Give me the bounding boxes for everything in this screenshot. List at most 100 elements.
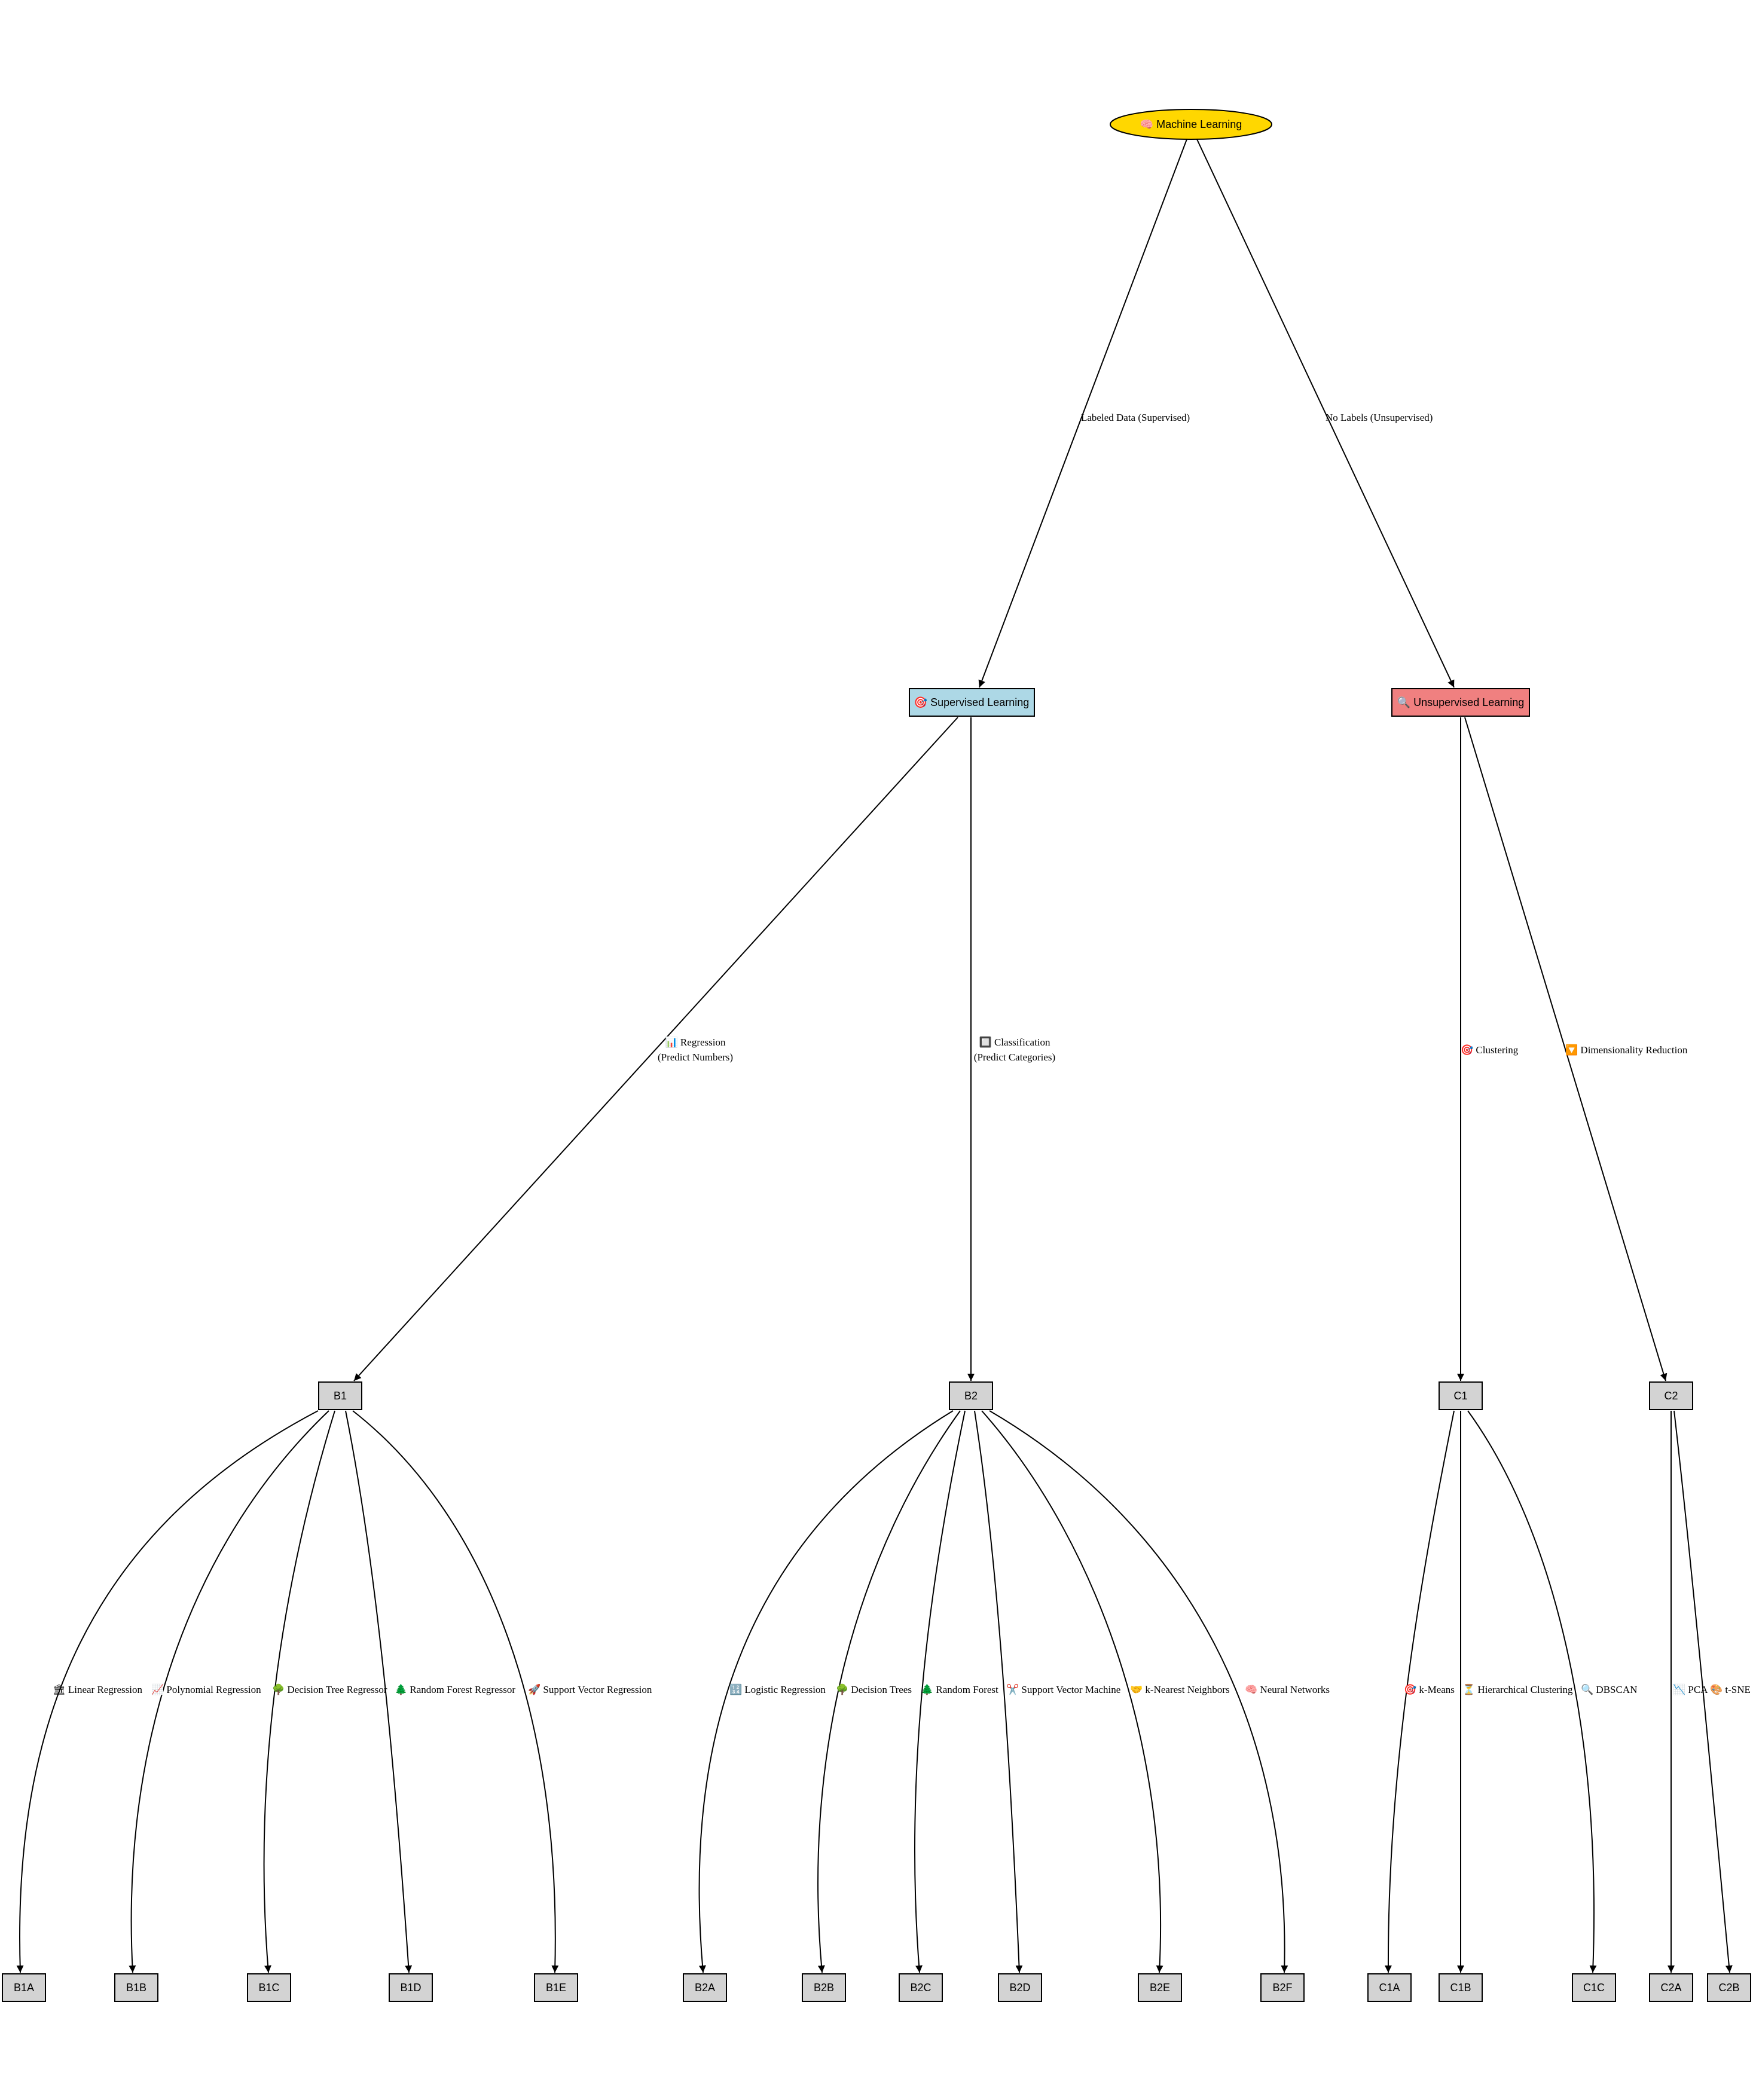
edge-B2-B2E <box>981 1410 1163 1973</box>
edge-label-decision-trees: 🌳 Decision Trees <box>836 1683 912 1695</box>
edge-B1-B1C <box>263 1410 335 1973</box>
node-B2D[interactable]: B2D <box>998 1973 1042 2002</box>
node-B1D[interactable]: B1D <box>389 1973 433 2002</box>
edge-label-k-nearest-neighbors: 🤝 k-Nearest Neighbors <box>1130 1684 1230 1695</box>
node-B1E[interactable]: B1E <box>534 1973 578 2002</box>
B1C-box <box>247 1973 291 2002</box>
B1C-label: B1C <box>258 1982 279 1994</box>
edge-label-k-means: 🎯 k-Means <box>1404 1684 1455 1695</box>
unsupervised-box <box>1391 688 1530 717</box>
edge-label-clustering: 🎯 Clustering <box>1461 1044 1519 1056</box>
B2-box <box>949 1381 993 1410</box>
edge-supervised-B1 <box>353 717 958 1381</box>
edge-label-neural-networks: 🧠 Neural Networks <box>1245 1684 1330 1695</box>
node-unsupervised-learning[interactable]: 🔍 Unsupervised Learning <box>1391 688 1530 717</box>
C2A-box <box>1649 1973 1693 2002</box>
edge-label-regression: 📊 Regression <box>665 1036 726 1048</box>
B1B-label: B1B <box>126 1982 146 1994</box>
edge-label-root-supervised: Labeled Data (Supervised) <box>1081 412 1190 423</box>
edge-label-random-forest-regressor: 🌲 Random Forest Regressor <box>395 1683 515 1695</box>
B2D-label: B2D <box>1009 1982 1030 1994</box>
C1B-label: C1B <box>1450 1982 1471 1994</box>
C2B-box <box>1707 1973 1751 2002</box>
edge-B2-B2D <box>974 1410 1023 1973</box>
edge-B1-B1E <box>352 1410 559 1973</box>
edge-label-classification-sub: (Predict Categories) <box>974 1051 1055 1063</box>
node-B2C[interactable]: B2C <box>899 1973 943 2002</box>
node-supervised-learning[interactable]: 🎯 Supervised Learning <box>909 688 1035 717</box>
C1C-label: C1C <box>1583 1982 1605 1994</box>
node-B2F[interactable]: B2F <box>1260 1973 1305 2002</box>
B2C-label: B2C <box>910 1982 931 1994</box>
node-B1C[interactable]: B1C <box>247 1973 291 2002</box>
C1-label: C1 <box>1453 1390 1467 1402</box>
edge-label-logistic-regression: 🔢 Logistic Regression <box>729 1683 826 1695</box>
edge-B2-B2F <box>989 1410 1288 1973</box>
nodes: 🧠 Machine Learning 🎯 Supervised Learning… <box>2 109 1751 2002</box>
B2C-box <box>899 1973 943 2002</box>
B1-label: B1 <box>334 1390 347 1402</box>
root-ellipse <box>1110 109 1272 140</box>
node-B2B[interactable]: B2B <box>802 1973 846 2002</box>
B1E-box <box>534 1973 578 2002</box>
B1B-box <box>114 1973 158 2002</box>
C1B-box <box>1439 1973 1483 2002</box>
node-B2A[interactable]: B2A <box>683 1973 727 2002</box>
node-C1B[interactable]: C1B <box>1439 1973 1483 2002</box>
C1C-box <box>1572 1973 1616 2002</box>
edge-B2-B2B <box>817 1410 961 1973</box>
root-label: 🧠 Machine Learning <box>1140 118 1242 130</box>
edge-B2-B2A <box>698 1410 954 1973</box>
edge-label-support-vector-machine: ✂️ Support Vector Machine <box>1006 1683 1120 1695</box>
edge-label-hierarchical-clustering: ⏳ Hierarchical Clustering <box>1462 1683 1573 1695</box>
C1A-label: C1A <box>1379 1982 1400 1994</box>
B1E-label: B1E <box>546 1982 566 1994</box>
edge-C1-C1A <box>1384 1410 1455 1973</box>
node-B1A[interactable]: B1A <box>2 1973 46 2002</box>
supervised-label: 🎯 Supervised Learning <box>914 696 1030 708</box>
B1D-label: B1D <box>400 1982 421 1994</box>
edge-unsupervised-C2 <box>1464 717 1668 1381</box>
node-machine-learning[interactable]: 🧠 Machine Learning <box>1110 109 1272 140</box>
edge-B1-B1A <box>16 1410 319 1973</box>
node-B1B[interactable]: B1B <box>114 1973 158 2002</box>
B2E-label: B2E <box>1150 1982 1170 1994</box>
edge-label-dbscan: 🔍 DBSCAN <box>1581 1683 1637 1695</box>
edge-C2-C2B <box>1673 1410 1733 1973</box>
node-C2B[interactable]: C2B <box>1707 1973 1751 2002</box>
C1A-box <box>1367 1973 1412 2002</box>
node-C1[interactable]: C1 <box>1439 1381 1483 1410</box>
B2A-label: B2A <box>695 1982 715 1994</box>
edge-label-root-unsupervised: No Labels (Unsupervised) <box>1326 412 1433 423</box>
edge-label-polynomial-regression: 📈 Polynomial Regression <box>151 1683 261 1695</box>
B1A-label: B1A <box>14 1982 34 1994</box>
node-C1C[interactable]: C1C <box>1572 1973 1616 2002</box>
node-C2A[interactable]: C2A <box>1649 1973 1693 2002</box>
B1D-box <box>389 1973 433 2002</box>
edge-B1-B1D <box>345 1410 413 1973</box>
C2-label: C2 <box>1664 1390 1678 1402</box>
edge-label-random-forest: 🌲 Random Forest <box>921 1683 998 1695</box>
node-B1[interactable]: B1 <box>318 1381 362 1410</box>
supervised-box <box>909 688 1035 717</box>
node-B2E[interactable]: B2E <box>1138 1973 1182 2002</box>
B2D-box <box>998 1973 1042 2002</box>
unsupervised-label: 🔍 Unsupervised Learning <box>1397 695 1525 708</box>
B2E-box <box>1138 1973 1182 2002</box>
C1-box <box>1439 1381 1483 1410</box>
edge-label-linear-regression: 🏛 Linear Regression <box>53 1684 142 1695</box>
node-C2[interactable]: C2 <box>1649 1381 1693 1410</box>
edges <box>16 139 1733 1973</box>
edge-root-supervised <box>978 139 1187 688</box>
B2F-box <box>1260 1973 1305 2002</box>
C2-box <box>1649 1381 1693 1410</box>
B2B-box <box>802 1973 846 2002</box>
C2A-label: C2A <box>1660 1982 1681 1994</box>
edge-C1-C1C <box>1467 1410 1597 1973</box>
B2A-box <box>683 1973 727 2002</box>
node-B2[interactable]: B2 <box>949 1381 993 1410</box>
edge-root-unsupervised <box>1196 139 1455 688</box>
edge-B1-B1B <box>129 1410 329 1973</box>
node-C1A[interactable]: C1A <box>1367 1973 1412 2002</box>
